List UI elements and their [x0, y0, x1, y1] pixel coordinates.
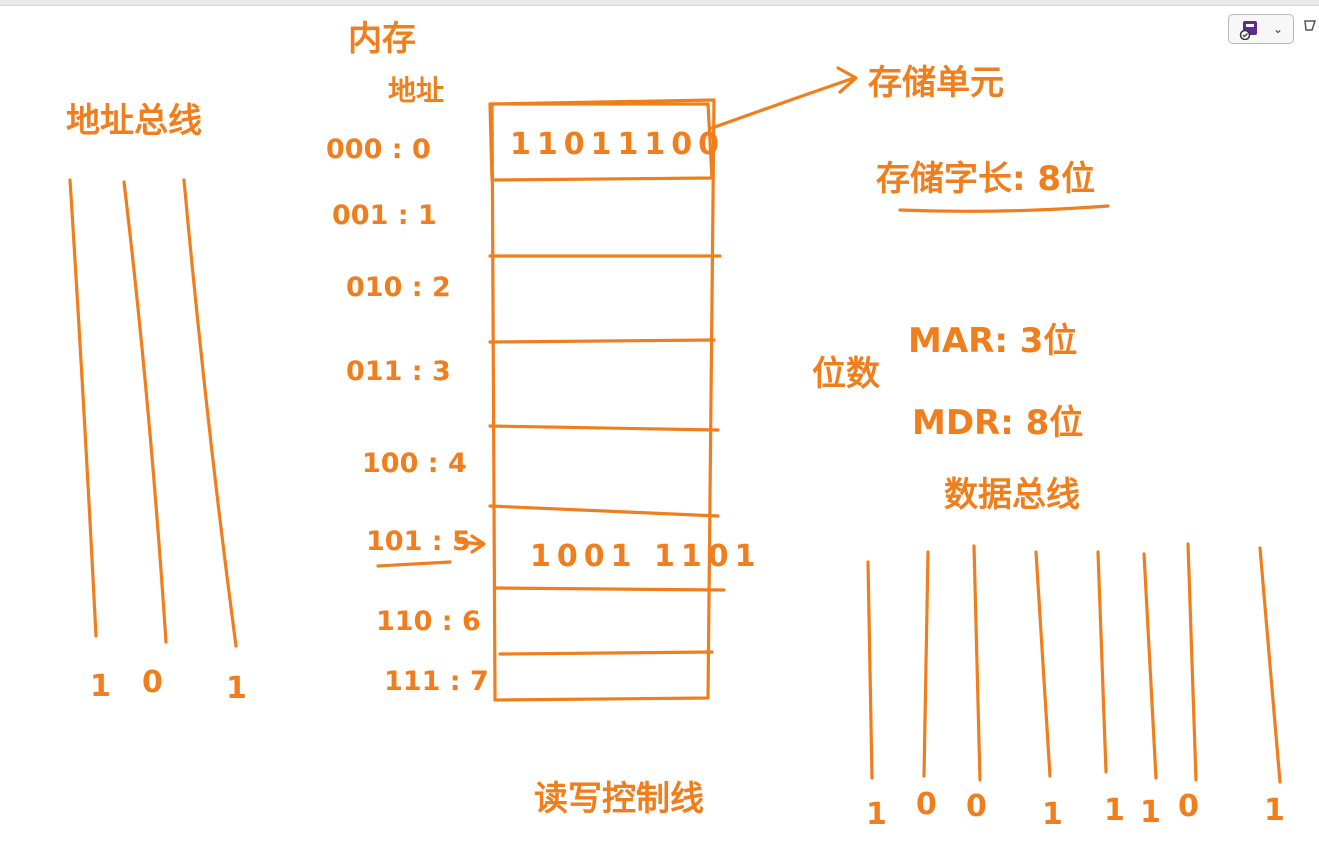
- word-length-label: 存储字长: 8位: [876, 159, 1095, 199]
- word-length-underline: [898, 204, 1110, 213]
- window-top-edge: [0, 0, 1319, 6]
- address-label-0: 000 : 0: [326, 134, 431, 165]
- memory-cell-content-0: 11011100: [510, 127, 725, 162]
- address-label-2: 010 : 2: [346, 272, 451, 303]
- data-bus-bit-1: 0: [916, 787, 937, 822]
- row-divider: [488, 338, 716, 344]
- data-bus-label: 数据总线: [944, 475, 1080, 515]
- address-bus-bit-2: 1: [226, 671, 247, 706]
- bus-line: [1034, 550, 1052, 778]
- ink-tools-icon: [1239, 21, 1257, 40]
- chevron-down-icon: ⌄: [1273, 22, 1284, 36]
- bus-line: [122, 180, 168, 644]
- data-bus-bit-4: 1: [1104, 793, 1125, 828]
- data-bus-bit-5: 1: [1140, 795, 1161, 830]
- data-bus-bit-3: 1: [1042, 797, 1063, 832]
- row-divider: [494, 586, 726, 592]
- address-label-7: 111 : 7: [384, 666, 489, 697]
- storage-unit-arrow: [710, 76, 856, 130]
- address-header: 地址: [388, 74, 444, 107]
- bus-line: [922, 550, 930, 778]
- row-divider: [488, 424, 720, 432]
- bus-line: [1186, 542, 1198, 782]
- address-label-4: 100 : 4: [362, 448, 467, 479]
- row-divider: [498, 650, 714, 656]
- bus-line: [68, 178, 98, 638]
- mar-label: MAR: 3位: [908, 321, 1077, 361]
- address-bus-label: 地址总线: [66, 101, 202, 141]
- data-bus-bit-6: 0: [1178, 789, 1199, 824]
- data-bus-bit-2: 0: [966, 789, 987, 824]
- memory-outline: [490, 98, 716, 702]
- bus-line: [972, 544, 982, 782]
- address-bus-bit-1: 0: [142, 665, 163, 700]
- bus-line: [1096, 550, 1108, 774]
- bus-line: [1258, 546, 1282, 784]
- address-label-3: 011 : 3: [346, 356, 451, 387]
- row-divider: [488, 504, 720, 518]
- partial-icon[interactable]: [1303, 16, 1319, 38]
- address-label-6: 110 : 6: [376, 606, 481, 637]
- arrow-head-icon: [836, 66, 858, 94]
- memory-cell-highlight: [488, 102, 714, 182]
- mdr-label: MDR: 8位: [912, 403, 1083, 443]
- storage-unit-label: 存储单元: [868, 63, 1004, 103]
- address-bus-bit-0: 1: [90, 669, 111, 704]
- arrow-icon: [456, 534, 486, 554]
- data-bus-bit-0: 1: [866, 797, 887, 832]
- memory-title: 内存: [348, 19, 416, 59]
- address-label-1: 001 : 1: [332, 200, 437, 231]
- rw-control-label: 读写控制线: [534, 779, 704, 819]
- data-bus: [866, 542, 1282, 784]
- address-label-5: 101 : 5: [366, 526, 471, 557]
- ink-tools-dropdown[interactable]: ⌄: [1228, 14, 1294, 44]
- memory-block: [488, 98, 726, 702]
- address-5-underline: [376, 560, 452, 568]
- bit-count-label: 位数: [812, 354, 880, 394]
- bus-line: [1142, 552, 1158, 780]
- address-bus: [68, 178, 238, 648]
- data-bus-bit-7: 1: [1264, 793, 1285, 828]
- bus-line: [866, 560, 874, 780]
- memory-cell-content-5: 1001 1101: [530, 539, 761, 574]
- bus-line: [182, 178, 238, 648]
